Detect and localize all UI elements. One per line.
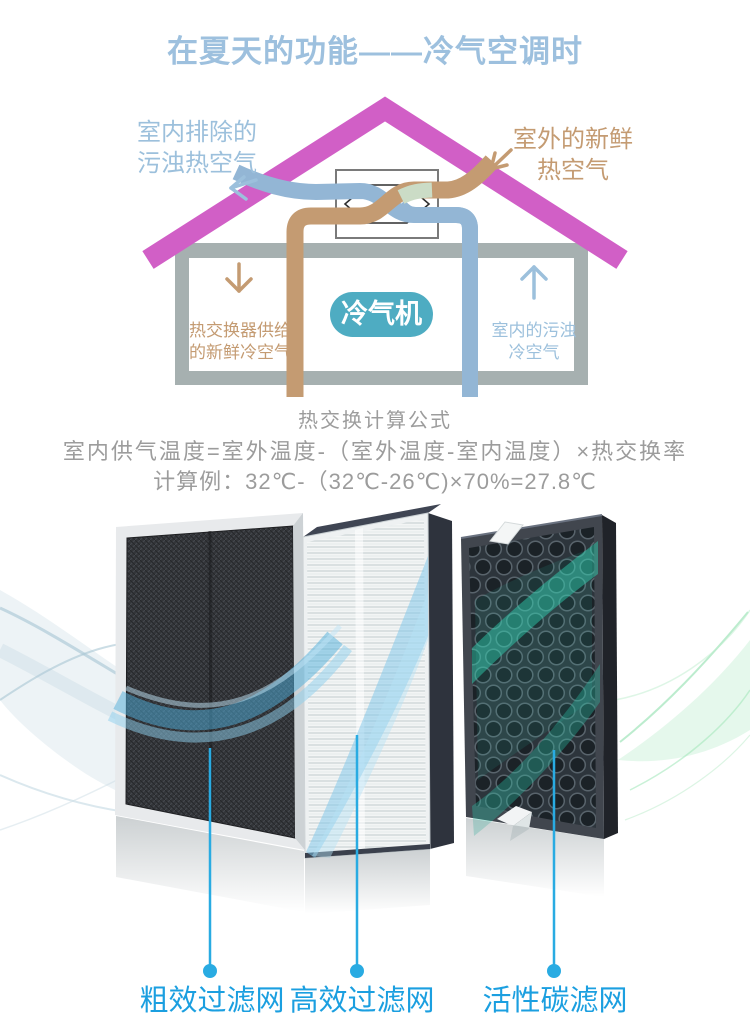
coarse-air-swoosh [107,624,352,743]
coarse-filter-label: 粗效过滤网 [139,985,285,1017]
carbon-top-tab [489,521,524,545]
formula-example: 计算例：32℃-（32℃-26℃)×70%=27.8℃ [153,469,597,494]
supply-down-arrow-icon [225,262,253,293]
return-up-arrow-icon [520,265,548,300]
filter-pointer-lines [208,735,556,966]
hepa-filter-label: 高效过滤网 [289,985,435,1017]
hepa-pleats [307,519,426,852]
carbon-filter-panel [460,514,618,841]
exhaust-air-label: 室内排除的 污浊热空气 [137,119,257,177]
cooling-unit-label: 冷气机 [341,299,422,329]
pointer-dot-hepa [350,964,364,978]
hepa-top-face [303,504,441,537]
supply-air-label: 热交换器供给 的新鲜冷空气 [189,321,291,362]
heat-exchanger-box [335,169,439,239]
hepa-air-swoosh [306,556,428,858]
exchanged-air-segment [397,182,433,204]
formula-heading: 热交换计算公式 [298,410,452,432]
house-roof [142,96,628,269]
page-title: 在夏天的功能——冷气空调时 [167,34,583,69]
house-diagram [142,96,628,397]
carbon-honeycomb [469,527,596,828]
carbon-bottom-tab [497,806,532,826]
intake-air-label: 室外的新鲜 热空气 [513,126,633,184]
hepa-filter-panel [302,504,454,859]
cooling-unit-pill [330,292,433,337]
cold-air-pipe-overlap [393,200,478,252]
filter-pointer-dots [203,964,561,978]
carbon-side-face [602,515,618,839]
coarse-filter-panel [115,513,305,850]
carbon-filter-label: 活性碳滤网 [482,985,628,1017]
intake-arrow-icon [489,148,513,171]
hot-air-pipe [286,155,499,397]
pointer-dot-coarse [203,964,217,978]
pointer-dot-carbon [547,964,561,978]
carbon-air-swoosh [472,541,598,684]
house-walls [175,243,588,385]
hepa-side-face [428,513,454,849]
return-air-label: 室内的污浊 冷空气 [491,321,577,362]
right-air-wave-decoration [614,609,750,821]
formula-equation: 室内供气温度=室外温度-（室外温度-室内温度）×热交换率 [62,439,688,464]
exhaust-arrow-icon [229,175,258,201]
